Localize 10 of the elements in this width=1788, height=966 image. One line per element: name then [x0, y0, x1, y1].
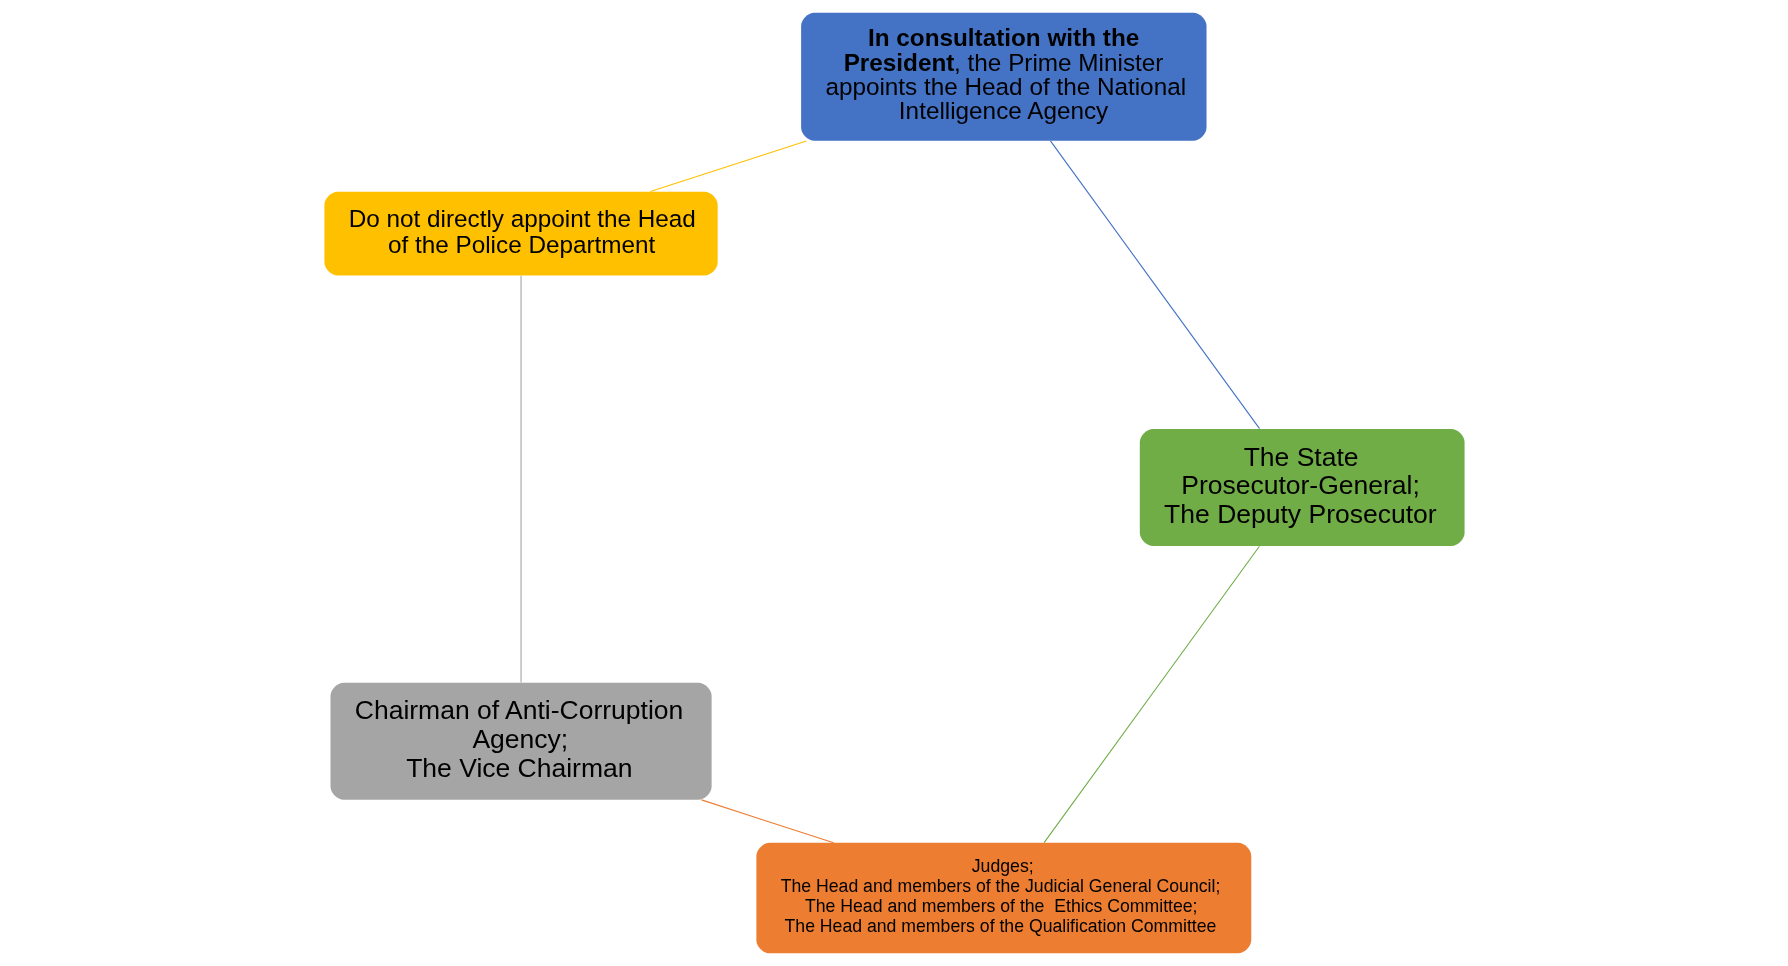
node-box: Do not directly appoint the Head of the Police Department: [323, 191, 718, 276]
connector: [649, 140, 807, 193]
node-box: Chairman of Anti-Corruption Agency; The Vice Chairman: [330, 682, 712, 800]
connector: [700, 799, 834, 844]
node-box: Judges; The Head and members of the Judicial General Council; The Head and members of the Ethics Committee; The Head and members of the Qualification Committee: [755, 842, 1251, 954]
connector: [1043, 545, 1260, 844]
node-box: The State Prosecutor-General; The Deputy Prosecutor: [1139, 428, 1465, 546]
node-box: In consultation with the President, the Prime Minister appoints the Head of the National Intelligence Agency: [800, 12, 1207, 141]
connector: [1049, 140, 1260, 430]
connector: [520, 275, 522, 684]
